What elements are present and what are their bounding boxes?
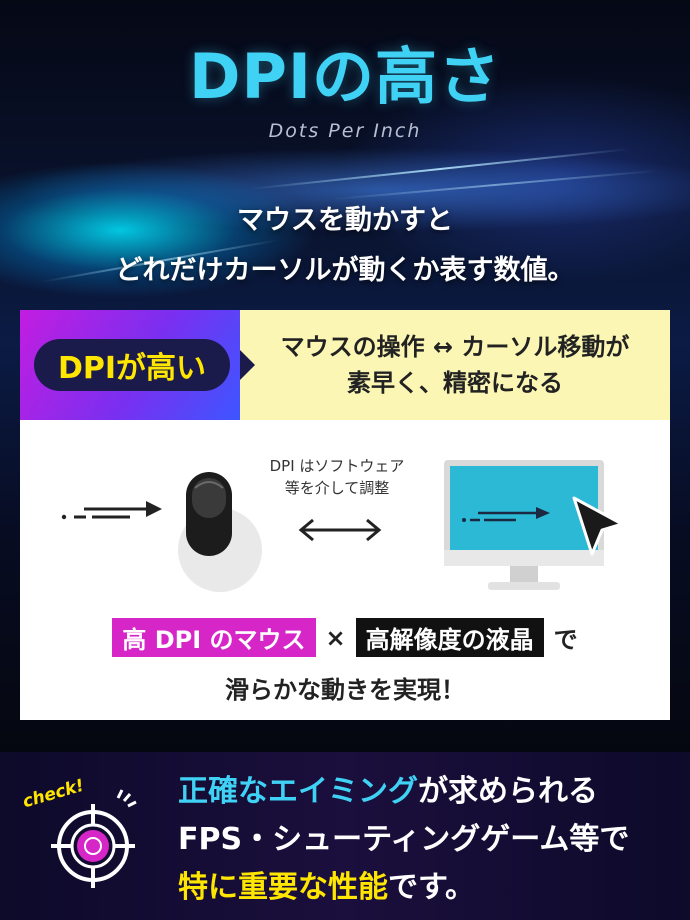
importance-highlight-aiming: 正確なエイミング (178, 774, 418, 809)
badge-pointer-icon (240, 350, 255, 380)
importance-line-1: 正確なエイミングが求められる (178, 768, 678, 816)
high-res-lcd-tag: 高解像度の液晶 (355, 618, 544, 657)
badge-pill: DPIが高い (34, 339, 230, 391)
importance-highlight-performance: 特に重要な性能 (178, 870, 388, 905)
badge-label: DPIが高い (57, 351, 207, 386)
times-symbol: × (325, 623, 346, 652)
description-box: マウスの操作 ↔ カーソル移動が 素早く、精密になる (240, 310, 670, 420)
high-dpi-mouse-tag: 高 DPI のマウス (112, 618, 316, 657)
combination-row: 高 DPI のマウス × 高解像度の液晶 で (20, 618, 670, 657)
intro-line-2: どれだけカーソルが動くか表す数値。 (115, 255, 575, 286)
page-subtitle: Dots Per Inch (268, 120, 422, 142)
adjustment-note: DPI はソフトウェア 等を介して調整 (252, 455, 422, 499)
bottom-banner (0, 752, 690, 920)
importance-line-1-rest: が求められる (418, 774, 598, 809)
mouse-icon (178, 472, 262, 592)
conclusion-text: 滑らかな動きを実現！ (225, 676, 465, 704)
monitor-icon (444, 460, 604, 590)
light-streak (250, 148, 630, 190)
importance-line-2: FPS・シューティングゲーム等で (178, 822, 630, 857)
importance-line-3: 特に重要な性能です。 (178, 864, 678, 912)
description-line-2: 素早く、精密になる (347, 369, 563, 397)
note-line-1: DPI はソフトウェア (269, 457, 405, 475)
explanation-card: DPIが高い マウスの操作 ↔ カーソル移動が 素早く、精密になる DPI はソ… (20, 310, 670, 720)
importance-line-3-rest: です。 (388, 870, 475, 905)
intro-text: マウスを動かすと どれだけカーソルが動くか表す数値。 (0, 196, 690, 296)
cursor-icon (572, 496, 624, 556)
double-arrow-icon (298, 518, 382, 542)
description-line-1: マウスの操作 ↔ カーソル移動が (280, 333, 630, 361)
dpi-high-badge: DPIが高い (20, 310, 240, 420)
combination-suffix: で (553, 626, 578, 654)
page-title: DPIの高さ (189, 40, 501, 113)
motion-arrow-icon (61, 501, 162, 520)
importance-text: 正確なエイミングが求められる FPS・シューティングゲーム等で 特に重要な性能で… (178, 768, 678, 912)
crosshair-icon (51, 789, 137, 888)
note-line-2: 等を介して調整 (284, 479, 390, 497)
intro-line-1: マウスを動かすと (237, 205, 453, 236)
